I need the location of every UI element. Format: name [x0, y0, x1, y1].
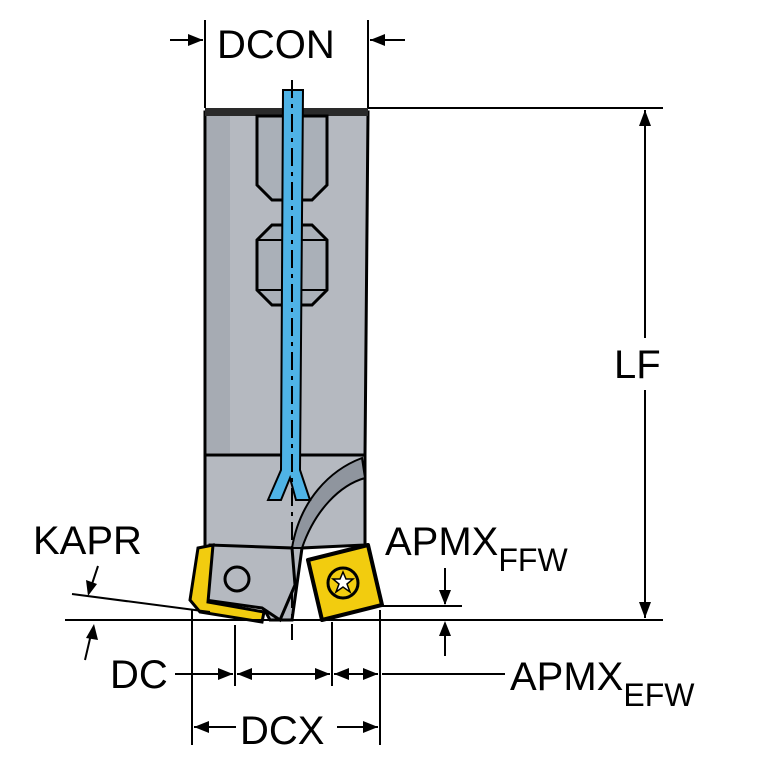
lf-dimension: LF	[368, 107, 663, 618]
apmx-ffw-sub: FFW	[498, 542, 568, 578]
dc-label: DC	[110, 653, 168, 697]
shank-left-shade	[207, 116, 230, 453]
dcon-label: DCON	[217, 23, 335, 67]
apmx-ffw-main: APMX	[385, 520, 498, 564]
apmx-efw-main: APMX	[510, 655, 623, 699]
dc-dimension: DC	[110, 610, 505, 745]
left-insert	[188, 543, 297, 624]
chip-flute	[290, 456, 367, 549]
dcx-label: DCX	[240, 709, 324, 753]
left-insert-screw	[223, 565, 251, 593]
apmx-efw-sub: EFW	[623, 677, 695, 713]
apmx-ffw-label: APMXFFW	[385, 520, 568, 578]
apmx-efw-label: APMXEFW	[510, 655, 695, 713]
torx-icon	[330, 570, 356, 595]
tool-body	[203, 80, 370, 640]
apmx-ffw-dimension: APMXFFW	[380, 520, 568, 656]
dcx-dimension: DCX	[194, 709, 378, 753]
lf-label: LF	[614, 343, 661, 387]
kapr-dimension: KAPR	[33, 519, 211, 661]
apmx-efw-dimension: APMXEFW	[510, 655, 695, 713]
right-insert	[306, 543, 384, 622]
left-insert-carbide	[188, 543, 266, 624]
dcon-dimension: DCON	[170, 20, 405, 108]
kapr-label: KAPR	[33, 519, 142, 563]
